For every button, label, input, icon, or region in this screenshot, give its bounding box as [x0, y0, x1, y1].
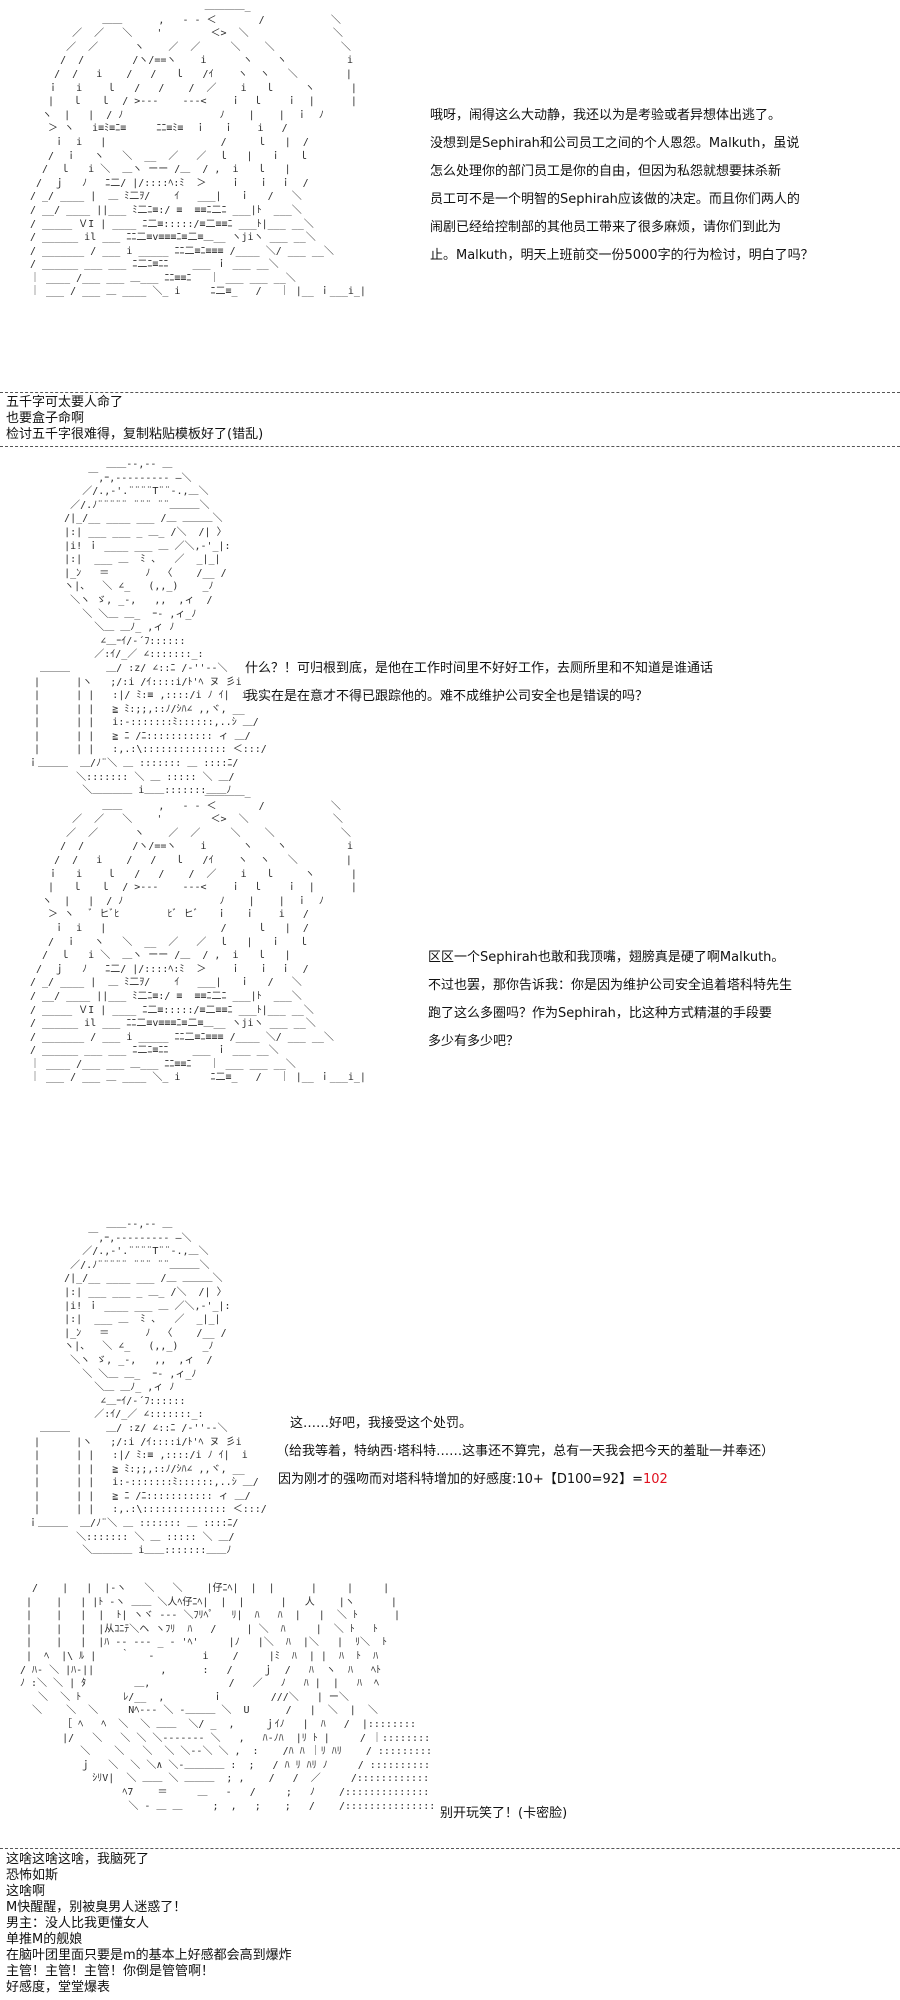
speech-line: 哦呀，闹得这么大动静，我还以为是考验或者异想体出逃了。: [430, 108, 782, 123]
affinity-text: 因为刚才的强吻而对塔科特增加的好感度:10+【D100=92】=: [278, 1472, 643, 1487]
ascii-art-closeup: / | | |‐ヽ ＼ ＼ |仔ﾆﾍ| | | | | | | | | |ﾄ ‐…: [20, 1583, 436, 1812]
affinity-result: 102: [642, 1472, 668, 1487]
comment-line: 单推M的舰娘: [6, 1932, 83, 1947]
separator: [0, 1848, 900, 1849]
separator: [0, 392, 900, 393]
speech-block-3: 区区一个Sephirah也敢和我顶嘴，翅膀真是硬了啊Malkuth。 不过也罢，…: [428, 944, 792, 1056]
comment-line: 主管！主管！主管！你倒是管管啊！: [6, 1964, 215, 1979]
speech-line: 什么？！可归根到底，是他在工作时间里不好好工作，去厕所里和不知道是谁通话: [245, 661, 714, 676]
comment-line: 在脑叶团里面只要是m的基本上好感都会高到爆炸: [6, 1948, 292, 1963]
speech-line: 别开玩笑了！(卡密脸): [440, 1806, 568, 1821]
comment-line: 检讨五千字很难得，复制粘贴模板好了(错乱): [6, 427, 264, 442]
speech-block-4: 这……好吧，我接受这个处罚。 （给我等着，特纳西·塔科特……这事还不算完，总有一…: [276, 1410, 774, 1494]
comments-block-1: 五千字可太要人命了 也要盒子命啊 检讨五千字很难得，复制粘贴模板好了(错乱): [6, 395, 263, 443]
speech-line: 没想到是Sephirah和公司员工之间的个人恩怨。Malkuth，虽说: [430, 136, 800, 151]
comment-line: 男主：没人比我更懂女人: [6, 1916, 150, 1931]
ascii-art-character: ＿＿‐‐,‐‐ ＿ ￣,ｰ,‐‐‐‐‐‐‐‐‐ ―＼ ／/.,‐'.¨¨¨¨T¨…: [28, 459, 267, 797]
speech-block-1: 哦呀，闹得这么大动静，我还以为是考验或者异想体出逃了。 没想到是Sephirah…: [430, 102, 814, 270]
comment-line: 这啥这啥这啥，我脑死了: [6, 1852, 150, 1867]
comments-block-2: 这啥这啥这啥，我脑死了 恐怖如斯 这啥啊 M快醒醒，别被臭男人迷惑了！ 男主：没…: [6, 1852, 292, 1996]
comment-line: 好感度，堂堂爆表: [6, 1980, 111, 1995]
speech-line: 闹剧已经给控制部的其他员工带来了很多麻烦，请你们到此为: [430, 220, 782, 235]
speech-line: 多少有多少吧？: [428, 1034, 520, 1049]
speech-line: 我实在是在意才不得已跟踪他的。难不成维护公司安全也是错误的吗？: [245, 689, 649, 704]
ascii-art-character: ＿＿＿＿_ ＿＿ , ‐ ‐ ＜ / ＼ ／ ／ ＼ ' ＜> ＼ ＼ ／ ／ …: [30, 787, 366, 1084]
speech-block-2: 什么？！可归根到底，是他在工作时间里不好好工作，去厕所里和不知道是谁通话 我实在…: [245, 655, 713, 711]
separator: [0, 446, 900, 447]
speech-line: 怎么处理你的部门员工是你的自由，但因为私怨就想要抹杀新: [430, 164, 782, 179]
ascii-art-character: ＿＿＿＿_ ＿＿ , ‐ ‐ ＜ / ＼ ／ ／ ＼ ' ＜> ＼ ＼ ／ ／ …: [30, 1, 366, 298]
speech-line: 不过也罢，那你告诉我：你是因为维护公司安全追着塔科特先生: [428, 978, 793, 993]
speech-line: 这……好吧，我接受这个处罚。: [290, 1416, 473, 1431]
comment-line: 五千字可太要人命了: [6, 395, 124, 410]
speech-line: 区区一个Sephirah也敢和我顶嘴，翅膀真是硬了啊Malkuth。: [428, 950, 785, 965]
speech-line: 员工可不是一个明智的Sephirah应该做的决定。而且你们两人的: [430, 192, 800, 207]
speech-line: （给我等着，特纳西·塔科特……这事还不算完，总有一天我会把今天的羞耻一并奉还）: [276, 1444, 775, 1459]
comment-line: 恐怖如斯: [6, 1868, 59, 1883]
speech-line: 止。Malkuth，明天上班前交一份5000字的行为检讨，明白了吗？: [430, 248, 814, 263]
affinity-line: 因为刚才的强吻而对塔科特增加的好感度:10+【D100=92】=102: [276, 1466, 774, 1494]
comment-line: 这啥啊: [6, 1884, 46, 1899]
comment-line: 也要盒子命啊: [6, 411, 85, 426]
speech-block-5: 别开玩笑了！(卡密脸): [440, 1800, 567, 1828]
comment-line: M快醒醒，别被臭男人迷惑了！: [6, 1900, 187, 1915]
ascii-art-character: ＿＿‐‐,‐‐ ＿ ￣,ｰ,‐‐‐‐‐‐‐‐‐ ―＼ ／/.,‐'.¨¨¨¨T¨…: [28, 1219, 267, 1557]
speech-line: 跑了这么多圈吗？作为Sephirah，比这种方式精湛的手段要: [428, 1006, 772, 1021]
